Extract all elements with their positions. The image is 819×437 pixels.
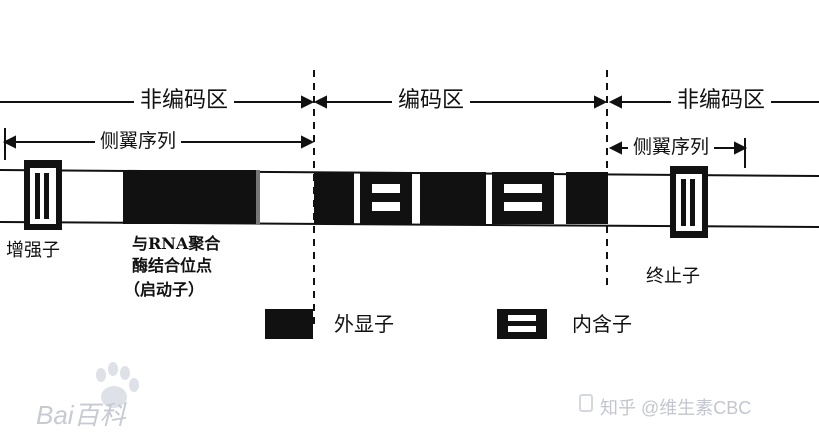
zhihu-watermark: 知乎 @维生素CBC bbox=[600, 398, 752, 418]
exon-block bbox=[420, 172, 486, 224]
label-terminator: 终止子 bbox=[646, 266, 700, 287]
exon-block bbox=[566, 172, 608, 224]
legend-exon-swatch bbox=[265, 309, 313, 339]
legend-exon-label: 外显子 bbox=[334, 312, 394, 336]
zhihu-logo-icon bbox=[579, 394, 593, 412]
label-enhancer: 增强子 bbox=[6, 240, 60, 261]
label-flank-right: 侧翼序列 bbox=[628, 135, 715, 159]
label-flank-left: 侧翼序列 bbox=[95, 129, 182, 153]
label-promoter-line2: 酶结合位点 bbox=[132, 256, 213, 275]
label-left-noncoding: 非编码区 bbox=[134, 88, 235, 114]
label-coding-region: 编码区 bbox=[392, 88, 471, 114]
promoter-block bbox=[123, 170, 260, 224]
terminator-block bbox=[670, 166, 708, 238]
legend-intron-swatch bbox=[497, 309, 547, 339]
legend-intron-label: 内含子 bbox=[572, 312, 632, 336]
legend-swatches bbox=[265, 309, 547, 339]
enhancer-block bbox=[24, 160, 62, 230]
intron-block bbox=[360, 172, 412, 224]
exon-block bbox=[314, 172, 354, 224]
label-promoter-line1: 与RNA聚合 bbox=[132, 234, 221, 253]
baidu-watermark: Bai百科 bbox=[36, 400, 126, 430]
label-right-noncoding: 非编码区 bbox=[671, 88, 772, 114]
label-promoter-line3: （启动子） bbox=[124, 280, 205, 299]
intron-block bbox=[492, 172, 554, 224]
coding-region-blocks bbox=[314, 172, 608, 224]
baidu-paw-icon bbox=[96, 362, 139, 408]
